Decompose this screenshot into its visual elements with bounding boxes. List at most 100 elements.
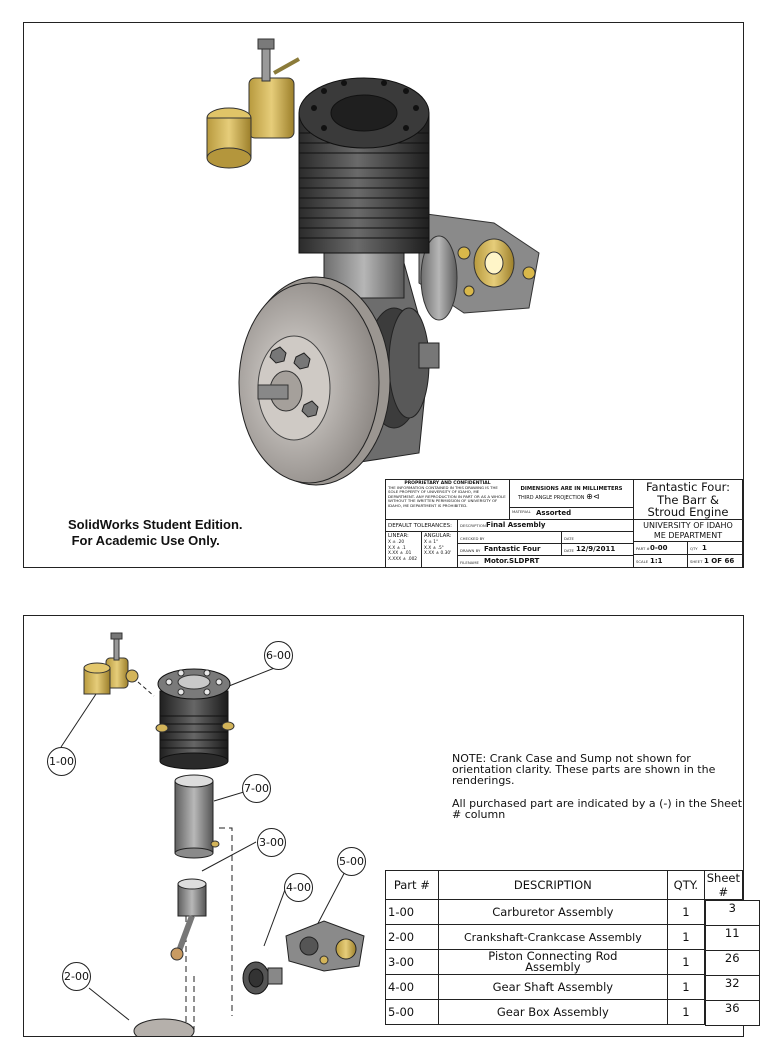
edition-line-2: For Academic Use Only. (68, 533, 220, 548)
part-number-cell: PART # 0-00 (634, 542, 688, 555)
project-title-cell: Fantastic Four: The Barr & Stroud Engine (634, 480, 743, 520)
filename-value: Motor.SLDPRT (484, 557, 540, 565)
projection-note: THIRD ANGLE PROJECTION ⊕⊲ (510, 493, 633, 502)
header-sheet-number: Sheet # (703, 870, 744, 900)
table-row: 5-00 Gear Box Assembly 1 36 (385, 999, 760, 1026)
cell-sheet-number: 26 (704, 949, 760, 976)
linear-tolerance-cell: LINEAR: X ± .20 X.X ± .1 X.XX ± .01 X.XX… (386, 532, 422, 568)
qty-value: 1 (702, 544, 707, 552)
projection-symbol-icon: ⊕⊲ (586, 492, 600, 501)
balloon-6-00: 6-00 (264, 641, 293, 670)
checked-by-label: CHECKED BY (460, 536, 485, 541)
cell-description: Gear Shaft Assembly (437, 974, 668, 1000)
cell-qty: 1 (666, 949, 705, 975)
material-label: MATERIAL (512, 509, 531, 514)
cell-sheet-number: 11 (704, 924, 760, 951)
balloon-1-00: 1-00 (47, 747, 76, 776)
projection-label: THIRD ANGLE PROJECTION (518, 495, 585, 501)
cell-qty: 1 (666, 974, 705, 1000)
qty-cell: QTY 1 (688, 542, 743, 555)
drawn-by-cell: DRAWN BY Fantastic Four (458, 544, 562, 556)
header-part-number: Part # (385, 870, 439, 900)
linear-values: X ± .20 X.X ± .1 X.XX ± .01 X.XXX ± .002 (388, 540, 418, 562)
table-header-row: Part # DESCRIPTION QTY. Sheet # (385, 870, 744, 900)
flywheel-rendering (238, 276, 391, 486)
piston-connecting-rod-part (170, 878, 207, 961)
university-cell: UNIVERSITY OF IDAHO ME DEPARTMENT (634, 520, 743, 542)
checked-date-label: DATE (564, 536, 574, 541)
filename-cell: FILENAME Motor.SLDPRT (458, 556, 634, 568)
angular-values: X ± 1° X.X ± .5° X.XX ± 0.30' (424, 540, 452, 557)
department-name: ME DEPARTMENT (653, 531, 723, 540)
header-qty: QTY. (666, 870, 705, 900)
sheet-value: 1 OF 66 (704, 557, 735, 565)
orientation-note: NOTE: Crank Case and Sump not shown for … (452, 753, 742, 832)
description-label: DESCRIPTION (460, 523, 486, 528)
angular-label: ANGULAR: (424, 533, 452, 539)
cell-sheet-number: 3 (704, 900, 760, 926)
balloon-2-00: 2-00 (62, 962, 91, 991)
carburetor-part (83, 632, 139, 695)
balloon-4-00: 4-00 (284, 873, 313, 902)
description-cell: DESCRIPTION Final Assembly (458, 520, 634, 532)
cell-sheet-number: 36 (704, 999, 760, 1026)
proprietary-text: THE INFORMATION CONTAINED IN THIS DRAWIN… (388, 485, 506, 508)
university-name: UNIVERSITY OF IDAHO (643, 521, 733, 530)
proprietary-heading: PROPRIETARY AND CONFIDENTIAL (404, 481, 491, 486)
part-value: 0-00 (650, 544, 668, 552)
table-row: 2-00 Crankshaft-Crankcase Assembly 1 11 (385, 924, 760, 951)
cell-description: Piston Connecting Rod Assembly (437, 949, 668, 975)
cell-sheet-number: 32 (704, 974, 760, 1001)
description-value: Final Assembly (486, 521, 546, 529)
gearbox-rendering (418, 212, 540, 321)
default-tolerances-cell: DEFAULT TOLERANCES: (386, 520, 458, 532)
cell-qty: 1 (666, 999, 705, 1025)
student-edition-watermark: SolidWorks Student Edition. For Academic… (68, 517, 243, 549)
linear-label: LINEAR: (388, 533, 409, 539)
gear-box-part (285, 920, 365, 972)
default-tolerances-label: DEFAULT TOLERANCES: (388, 523, 452, 529)
title-block: PROPRIETARY AND CONFIDENTIAL THE INFORMA… (385, 479, 743, 568)
flywheel-part (133, 1018, 195, 1036)
note-purchased-parts: All purchased part are indicated by a (-… (452, 797, 743, 821)
material-value: Assorted (536, 509, 572, 517)
dimensions-cell: DIMENSIONS ARE IN MILLIMETERS THIRD ANGL… (510, 480, 634, 508)
cell-qty: 1 (666, 899, 705, 925)
parts-list-table: Part # DESCRIPTION QTY. Sheet # 1-00 Car… (385, 870, 760, 1026)
balloon-3-00: 3-00 (257, 828, 286, 857)
scale-value: 1:1 (650, 557, 663, 565)
header-description: DESCRIPTION (437, 870, 668, 900)
cylinder-rendering (298, 77, 430, 299)
dimensions-note: DIMENSIONS ARE IN MILLIMETERS (520, 486, 623, 492)
cell-part-number: 4-00 (385, 974, 439, 1000)
table-row: 4-00 Gear Shaft Assembly 1 32 (385, 974, 760, 1001)
drawing-sheet-exploded-view: 6-00 1-00 7-00 3-00 5-00 4-00 2-00 NOTE:… (23, 615, 760, 1037)
drawing-sheet-final-assembly: SolidWorks Student Edition. For Academic… (23, 22, 744, 568)
edition-line-1: SolidWorks Student Edition. (68, 517, 243, 532)
scale-cell: SCALE 1:1 (634, 555, 688, 568)
qty-label: QTY (690, 546, 698, 551)
cell-part-number: 3-00 (385, 949, 439, 975)
cylinder-part (155, 668, 235, 770)
drawn-date-cell: DATE 12/9/2011 (562, 544, 634, 556)
title-line-2: The Barr & (657, 492, 719, 507)
angular-tolerance-cell: ANGULAR: X ± 1° X.X ± .5° X.XX ± 0.30' (422, 532, 458, 568)
table-row: 3-00 Piston Connecting Rod Assembly 1 26 (385, 949, 760, 976)
checked-by-cell: CHECKED BY (458, 532, 562, 544)
drawn-by-label: DRAWN BY (460, 548, 481, 553)
balloon-7-00: 7-00 (242, 774, 271, 803)
title-line-3: Stroud Engine (647, 505, 729, 519)
cell-part-number: 2-00 (385, 924, 439, 950)
cell-description: Carburetor Assembly (437, 899, 668, 925)
cell-description: Crankshaft-Crankcase Assembly (437, 924, 668, 950)
scale-label: SCALE (636, 559, 649, 564)
drawn-date-value: 12/9/2011 (576, 545, 616, 553)
filename-label: FILENAME (460, 560, 479, 565)
title-line-1: Fantastic Four: (645, 480, 731, 494)
sheet-label: SHEET (690, 559, 703, 564)
engine-assembly-rendering (206, 38, 540, 486)
drawn-date-label: DATE (564, 548, 574, 553)
cell-qty: 1 (666, 924, 705, 950)
carburetor-rendering (206, 38, 300, 169)
cylinder-liner-part (174, 774, 220, 859)
